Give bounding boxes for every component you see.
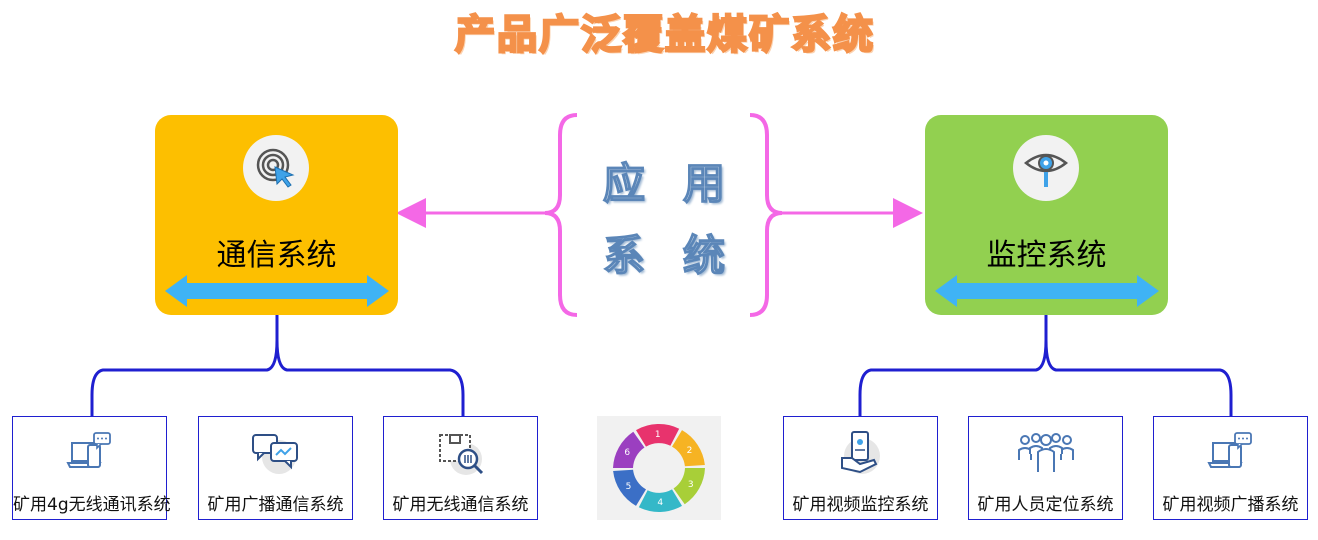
eye-search-icon — [1013, 135, 1079, 201]
cycle-step-number-1: 1 — [655, 430, 661, 440]
double-arrow-icon — [165, 275, 389, 307]
left-tree — [90, 315, 465, 416]
box-magnifier-icon — [384, 423, 537, 483]
card-label: 矿用人员定位系统 — [977, 495, 1114, 515]
card-4g-wireless[interactable]: 矿用4g无线通讯系统 — [12, 416, 171, 520]
cycle-step-number-6: 6 — [624, 448, 630, 458]
card-video-broadcast[interactable]: 矿用视频广播系统 — [1153, 416, 1308, 520]
card-video-monitoring[interactable]: 矿用视频监控系统 — [783, 416, 938, 520]
double-arrow-icon — [935, 275, 1159, 307]
touch-pointer-icon — [243, 135, 309, 201]
center-label-1b: 用 — [682, 158, 726, 209]
hand-banknote-icon — [784, 423, 937, 483]
cycle-step-number-4: 4 — [657, 498, 663, 508]
cycle-step-2 — [672, 430, 705, 467]
monitoring-system-box[interactable]: 监控系统 — [925, 115, 1168, 315]
cycle-step-1 — [636, 424, 680, 447]
card-broadcast-comm[interactable]: 矿用广播通信系统 — [198, 416, 353, 520]
chat-bubbles-icon — [199, 423, 352, 483]
cycle-step-6 — [613, 431, 645, 468]
page-title: 产品广泛覆盖煤矿系统 — [454, 10, 875, 60]
cycle-step-5 — [613, 469, 646, 506]
people-group-icon — [969, 423, 1122, 483]
cycle-step-3 — [673, 468, 705, 505]
card-label: 矿用广播通信系统 — [207, 495, 344, 515]
card-personnel-positioning[interactable]: 矿用人员定位系统 — [968, 416, 1123, 520]
center-label-2b: 统 — [682, 230, 726, 281]
cycle-step-number-3: 3 — [688, 480, 694, 490]
card-label: 矿用视频广播系统 — [1162, 495, 1299, 515]
cycle-step-4 — [638, 489, 682, 512]
monitoring-system-label: 监控系统 — [986, 238, 1107, 273]
laptop-phone-chat-icon — [13, 423, 166, 483]
left-brace — [544, 113, 578, 317]
cycle-step-number-5: 5 — [626, 482, 632, 492]
card-wireless-comm[interactable]: 矿用无线通信系统 — [383, 416, 538, 520]
communication-system-label: 通信系统 — [216, 238, 337, 273]
card-label: 矿用4g无线通讯系统 — [13, 495, 171, 515]
right-tree — [858, 315, 1233, 416]
card-label: 矿用无线通信系统 — [392, 495, 529, 515]
communication-system-box[interactable]: 通信系统 — [155, 115, 398, 315]
six-step-cycle-icon: 1 2 3 4 5 6 — [597, 416, 721, 520]
card-label: 矿用视频监控系统 — [792, 495, 929, 515]
center-label-1a: 应 — [602, 158, 646, 209]
center-label-2a: 系 — [602, 230, 646, 281]
right-brace — [749, 113, 783, 317]
cycle-step-number-2: 2 — [687, 446, 693, 456]
laptop-phone-chat-icon — [1154, 423, 1307, 483]
